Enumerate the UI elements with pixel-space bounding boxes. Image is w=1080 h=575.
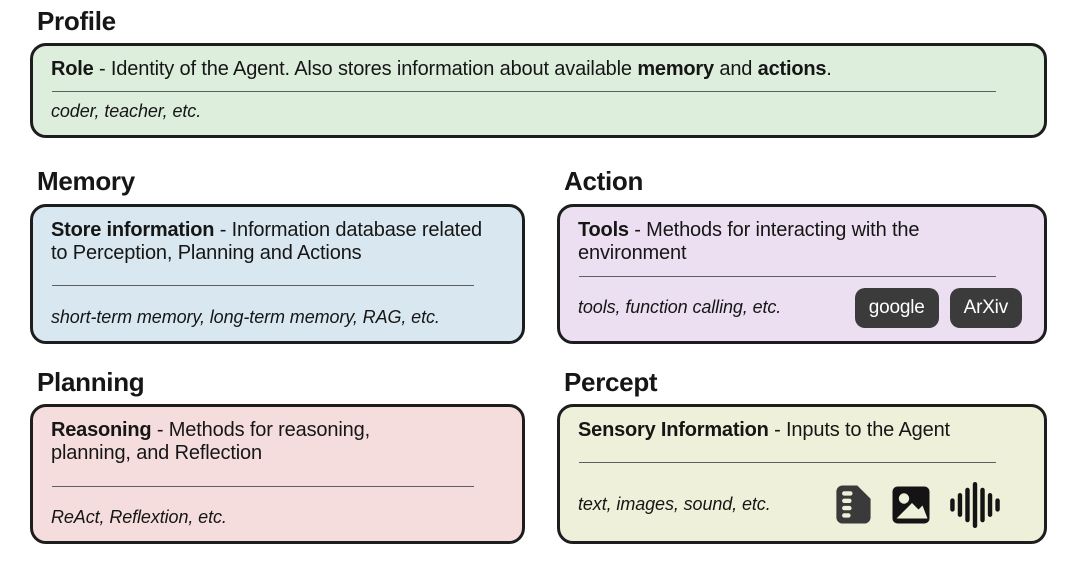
planning-desc-text: - Methods for reasoning, planning, and R… — [51, 418, 371, 465]
memory-desc-text: - Information database related to Percep… — [51, 218, 483, 264]
percept-section: Percept Sensory Information - Inputs to … — [557, 366, 1047, 544]
action-desc-text: - Methods for interacting with the envir… — [578, 218, 920, 264]
divider-line — [579, 275, 996, 277]
action-card: Tools - Methods for interacting with the… — [557, 203, 1047, 344]
action-tool-buttons: google ArXiv — [854, 287, 1024, 328]
profile-desc-text: . — [826, 58, 832, 81]
percept-examples: text, images, sound, etc. — [578, 494, 771, 515]
profile-card: Role - Identity of the Agent. Also store… — [30, 43, 1047, 139]
divider-line — [579, 461, 996, 463]
memory-examples: short-term memory, long-term memory, RAG… — [51, 306, 440, 327]
document-icon — [836, 485, 871, 524]
percept-card: Sensory Information - Inputs to the Agen… — [557, 403, 1047, 544]
memory-term: Store information — [51, 218, 215, 241]
profile-description: Role - Identity of the Agent. Also store… — [51, 58, 1024, 81]
planning-section: Planning Reasoning - Methods for reasoni… — [30, 366, 525, 544]
planning-description: Reasoning - Methods for reasoning, plann… — [51, 419, 441, 466]
action-term: Tools — [578, 218, 629, 241]
percept-desc-text: - Inputs to the Agent — [768, 418, 950, 441]
audio-waveform-icon — [950, 481, 1000, 528]
component-grid: Memory Store information - Information d… — [30, 166, 1047, 544]
planning-term: Reasoning — [51, 418, 152, 441]
image-icon — [892, 486, 930, 524]
planning-card: Reasoning - Methods for reasoning, plann… — [30, 403, 525, 544]
memory-card: Store information - Information database… — [30, 203, 525, 344]
profile-keyword-actions: actions — [757, 58, 827, 81]
google-button: google — [854, 287, 939, 328]
action-section: Action Tools - Methods for interacting w… — [557, 166, 1047, 344]
planning-examples: ReAct, Reflextion, etc. — [51, 506, 227, 527]
profile-examples: coder, teacher, etc. — [51, 101, 202, 122]
divider-line — [52, 90, 996, 92]
percept-description: Sensory Information - Inputs to the Agen… — [578, 419, 1024, 442]
action-example-row: tools, function calling, etc. google ArX… — [578, 287, 1024, 328]
percept-modality-icons — [834, 481, 1024, 528]
memory-description: Store information - Information database… — [51, 219, 502, 266]
arxiv-button: ArXiv — [949, 287, 1022, 328]
section-heading-action: Action — [564, 166, 644, 197]
section-heading-profile: Profile — [37, 6, 116, 36]
profile-keyword-memory: memory — [637, 58, 714, 81]
action-examples: tools, function calling, etc. — [578, 297, 782, 318]
section-heading-planning: Planning — [37, 366, 145, 397]
divider-line — [52, 285, 474, 287]
profile-section: Profile Role - Identity of the Agent. Al… — [30, 6, 1047, 139]
section-heading-memory: Memory — [37, 166, 135, 197]
profile-desc-text: and — [713, 58, 758, 81]
divider-line — [52, 485, 474, 487]
profile-term: Role — [51, 58, 94, 81]
profile-desc-text: - Identity of the Agent. Also stores inf… — [93, 58, 638, 81]
memory-section: Memory Store information - Information d… — [30, 166, 525, 344]
section-heading-percept: Percept — [564, 366, 658, 397]
action-description: Tools - Methods for interacting with the… — [578, 219, 1024, 266]
percept-example-row: text, images, sound, etc. — [578, 481, 1024, 528]
percept-term: Sensory Information — [578, 418, 769, 441]
